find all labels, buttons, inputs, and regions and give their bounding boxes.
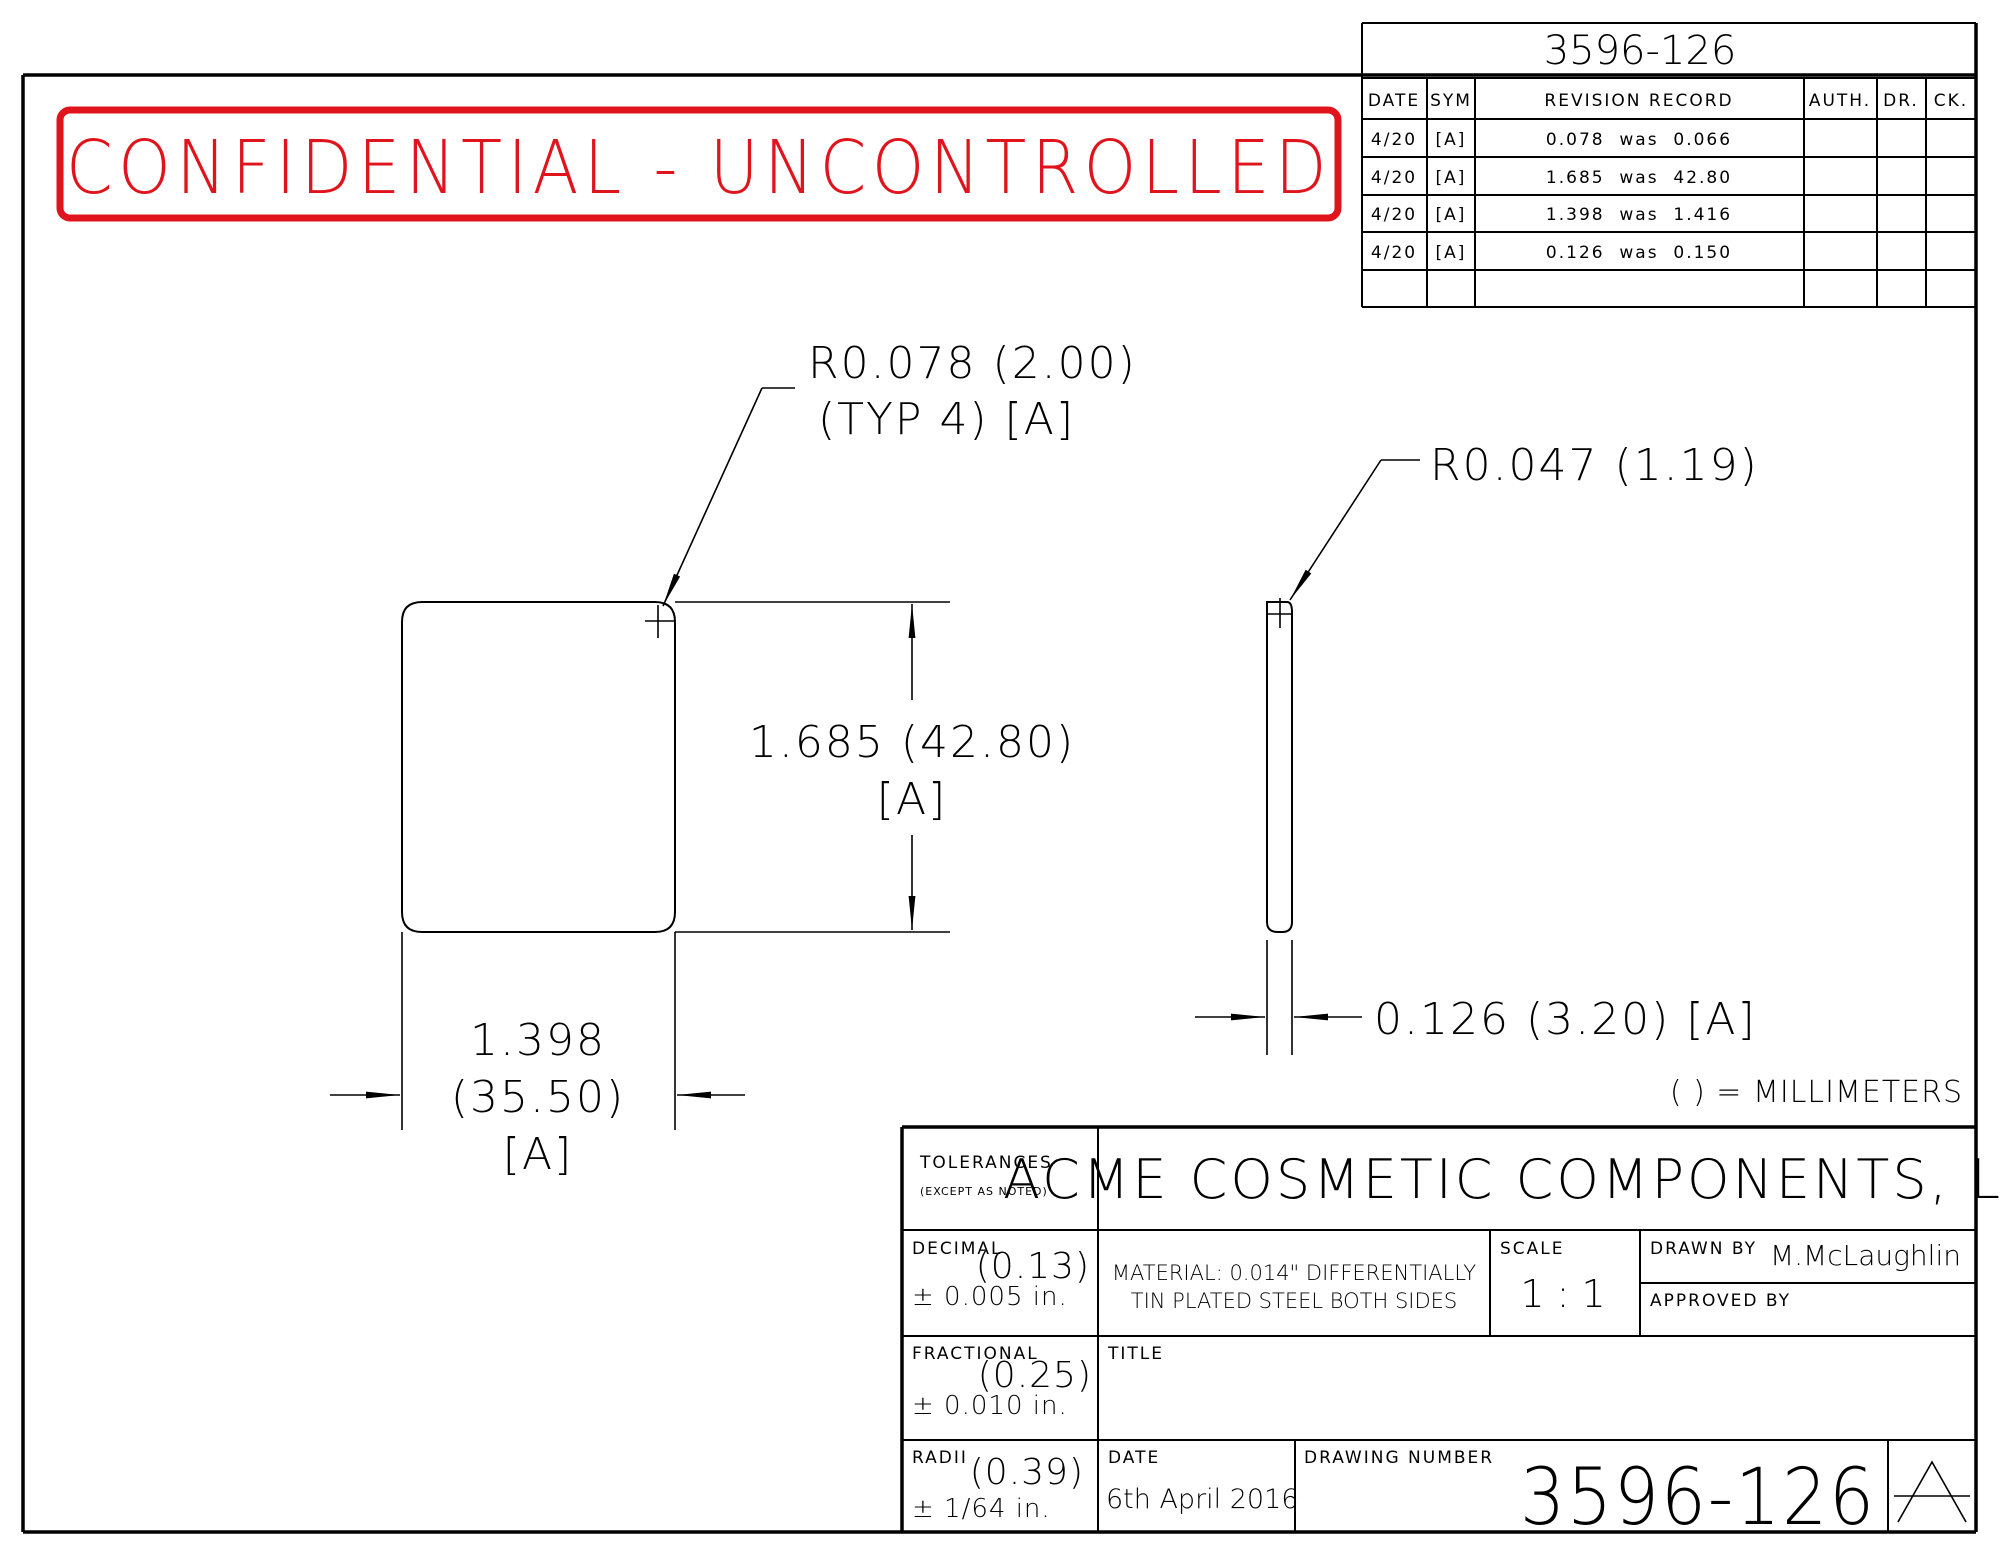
- width-mm-label: (35.50): [451, 1072, 625, 1123]
- revision-table: DATE SYM REVISION RECORD AUTH. DR. CK. 4…: [1362, 77, 1976, 308]
- rev-header-sym: SYM: [1430, 91, 1472, 111]
- material-line-1: MATERIAL: 0.014" DIFFERENTIALLY: [1112, 1261, 1476, 1285]
- scale-label: SCALE: [1500, 1239, 1565, 1259]
- rev-row-date: 4/20: [1371, 243, 1417, 263]
- decimal-mm-label: (0.13): [976, 1246, 1090, 1287]
- material-line-2: TIN PLATED STEEL BOTH SIDES: [1131, 1289, 1458, 1313]
- header-drawing-number: 3596-126: [1544, 28, 1737, 74]
- width-label: 1.398: [470, 1015, 606, 1066]
- thickness-label: 0.126 (3.20) [A]: [1374, 994, 1757, 1045]
- rev-row-record: 1.685 was 42.80: [1546, 168, 1732, 188]
- rev-row-sym: [A]: [1436, 205, 1467, 225]
- decimal-label: DECIMAL: [912, 1239, 1002, 1259]
- title-block: TOLERANCES (EXCEPT AS NOTED) ACME COSMET…: [900, 1125, 2000, 1543]
- corner-radius-typ-label: (TYP 4) [A]: [818, 394, 1075, 445]
- rev-header-dr: DR.: [1883, 91, 1919, 111]
- drawn-by-label: DRAWN BY: [1650, 1239, 1757, 1259]
- rev-header-ck: CK.: [1934, 91, 1968, 111]
- scale-value: 1 : 1: [1520, 1272, 1605, 1316]
- width-dimension: 1.398 (35.50) [A]: [330, 932, 745, 1180]
- rev-row-date: 4/20: [1371, 168, 1417, 188]
- plate-front-view: [401, 601, 676, 933]
- thickness-dimension: 0.126 (3.20) [A]: [1195, 940, 1757, 1055]
- drawing-number-label: DRAWING NUMBER: [1304, 1448, 1494, 1468]
- rev-row-record: 1.398 was 1.416: [1546, 205, 1732, 225]
- title-label: TITLE: [1107, 1344, 1164, 1364]
- edge-radius-callout: R0.047 (1.19): [1289, 440, 1759, 601]
- plate-side-view: [1266, 598, 1293, 933]
- rev-header-record: REVISION RECORD: [1544, 91, 1733, 111]
- approved-by-label: APPROVED BY: [1650, 1291, 1791, 1311]
- radii-value: ± 1/64 in.: [912, 1494, 1051, 1524]
- header-number-box: 3596-126: [1361, 22, 1976, 307]
- rev-row-date: 4/20: [1371, 130, 1417, 150]
- fractional-label: FRACTIONAL: [912, 1344, 1039, 1364]
- confidential-text: CONFIDENTIAL - UNCONTROLLED: [66, 125, 1332, 211]
- tolerances-label: TOLERANCES: [919, 1153, 1053, 1173]
- units-note: ( ) = MILLIMETERS: [1670, 1075, 1963, 1110]
- date-label: DATE: [1108, 1448, 1160, 1468]
- rev-header-date: DATE: [1368, 91, 1420, 111]
- tolerances-sub-label: (EXCEPT AS NOTED): [920, 1185, 1048, 1198]
- drawing-number-value: 3596-126: [1520, 1453, 1876, 1543]
- rev-header-auth: AUTH.: [1809, 91, 1871, 111]
- rev-row-sym: [A]: [1436, 243, 1467, 263]
- fractional-mm-label: (0.25): [978, 1355, 1092, 1396]
- width-rev-label: [A]: [503, 1129, 573, 1180]
- height-label: 1.685 (42.80): [749, 717, 1075, 768]
- date-value: 6th April 2016: [1106, 1484, 1298, 1515]
- height-rev-label: [A]: [877, 774, 947, 825]
- drawn-by-value: M.McLaughlin: [1770, 1239, 1961, 1272]
- height-dimension: 1.685 (42.80) [A]: [675, 601, 1075, 933]
- rev-row-date: 4/20: [1371, 205, 1417, 225]
- corner-radius-label: R0.078 (2.00): [808, 338, 1137, 389]
- drawing-border: [21, 23, 1978, 1534]
- corner-radius-callout: R0.078 (2.00) (TYP 4) [A]: [662, 338, 1137, 607]
- rev-row-record: 0.078 was 0.066: [1546, 130, 1732, 150]
- radii-mm-label: (0.39): [970, 1452, 1084, 1493]
- rev-row-sym: [A]: [1436, 130, 1467, 150]
- revision-letter-symbol: [1894, 1460, 1970, 1523]
- decimal-value: ± 0.005 in.: [912, 1282, 1068, 1312]
- rev-row-sym: [A]: [1436, 168, 1467, 188]
- company-name: ACME COSMETIC COMPONENTS, LLC: [1003, 1148, 2000, 1211]
- confidential-banner: CONFIDENTIAL - UNCONTROLLED: [56, 106, 1342, 222]
- fractional-value: ± 0.010 in.: [912, 1391, 1068, 1421]
- edge-radius-label: R0.047 (1.19): [1430, 440, 1759, 491]
- radii-label: RADII: [912, 1448, 968, 1468]
- rev-row-record: 0.126 was 0.150: [1546, 243, 1732, 263]
